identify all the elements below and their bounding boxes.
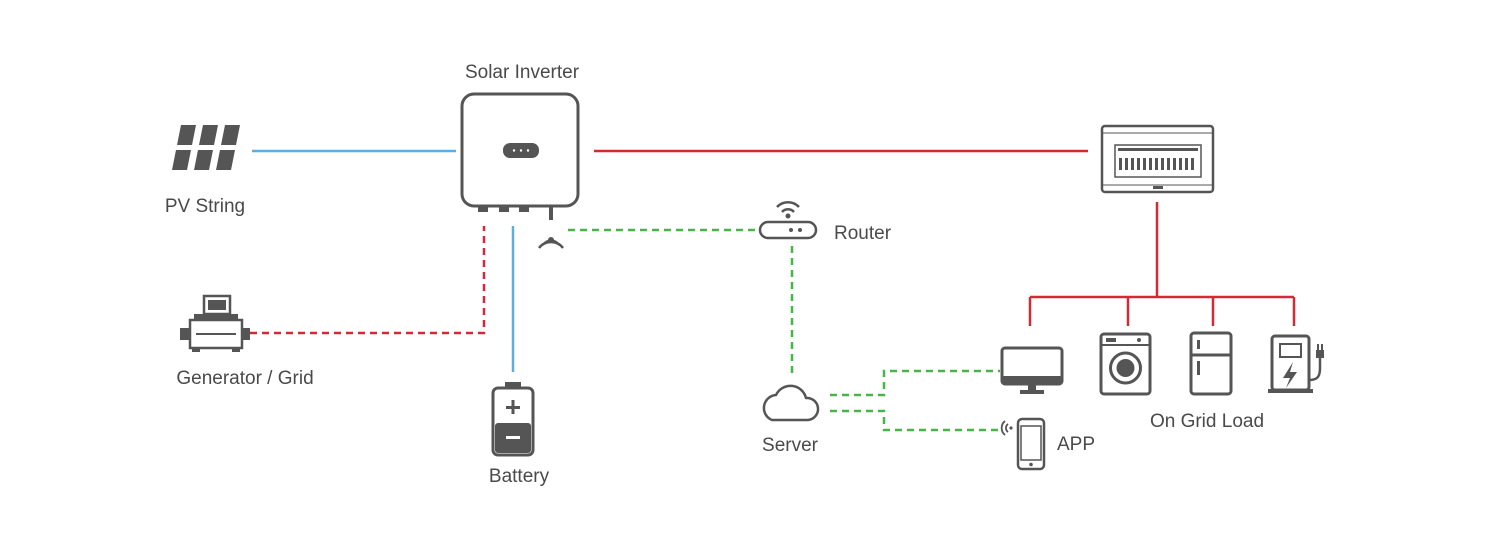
server-label: Server	[762, 435, 819, 456]
solar-panel-icon	[172, 125, 240, 170]
washing-machine-icon	[1099, 332, 1152, 396]
server-monitor-line	[830, 369, 1000, 397]
generator-inverter-line	[250, 226, 486, 335]
communication-lines	[568, 228, 1000, 432]
battery-icon	[491, 382, 535, 457]
distribution-board-icon	[1100, 124, 1215, 194]
smartphone-icon	[1000, 417, 1046, 471]
load-distribution-lines	[1028, 202, 1296, 326]
generator-label: Generator / Grid	[176, 368, 313, 389]
connection-lines	[250, 149, 1296, 432]
monitor-icon	[1000, 346, 1064, 394]
router-icon	[758, 200, 818, 240]
battery-label: Battery	[489, 466, 550, 487]
app-label: APP	[1057, 434, 1095, 455]
generator-icon	[180, 294, 250, 352]
inverter-icon	[460, 92, 580, 220]
load-label: On Grid Load	[1150, 411, 1264, 432]
server-app-line	[830, 409, 998, 432]
refrigerator-icon	[1189, 331, 1233, 396]
inverter-label: Solar Inverter	[465, 62, 580, 83]
ev-charger-icon	[1268, 334, 1324, 393]
pv-label: PV String	[165, 196, 245, 217]
router-label: Router	[834, 223, 892, 244]
wireless-icon	[538, 237, 564, 249]
cloud-icon	[762, 384, 820, 422]
